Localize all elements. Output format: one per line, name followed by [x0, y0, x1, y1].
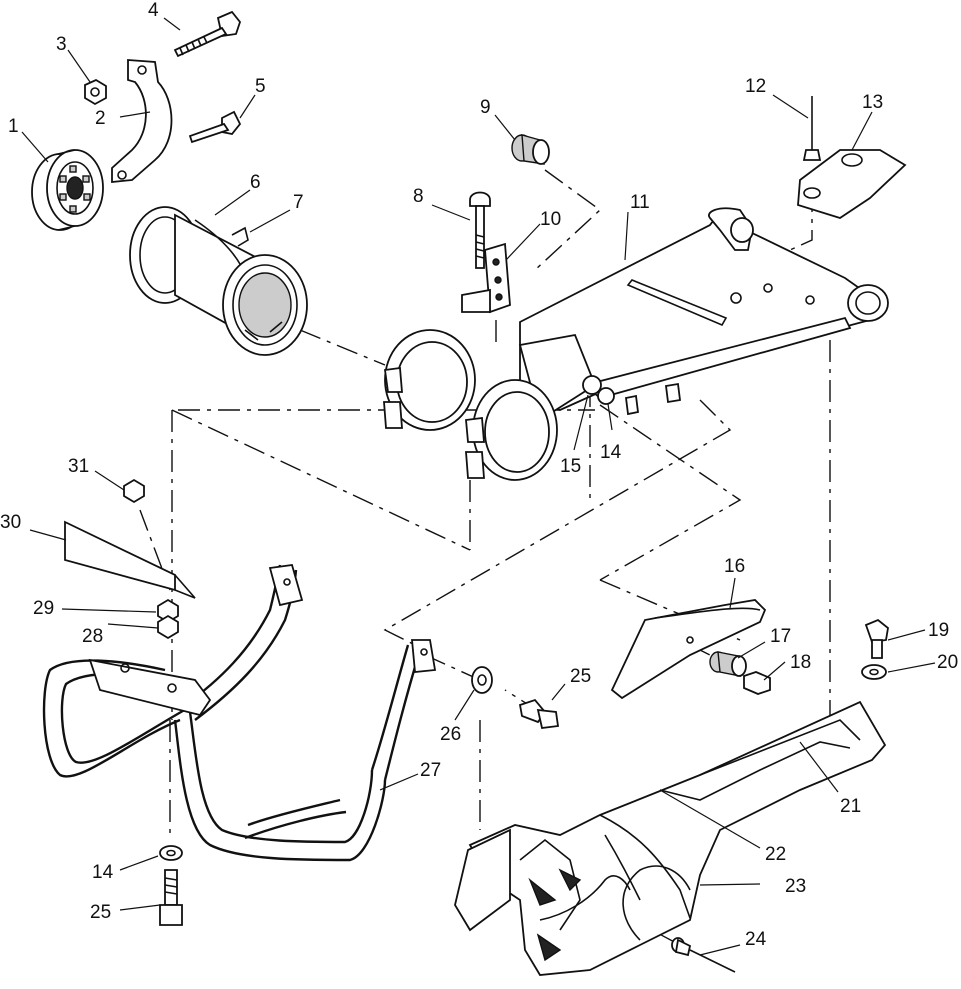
- callout-2: 2: [95, 108, 106, 129]
- part-31-nut: [123, 478, 145, 504]
- part-2-strap-bracket: [111, 59, 173, 183]
- callout-30: 30: [0, 512, 21, 533]
- callout-8: 8: [413, 186, 424, 207]
- callout-25-lower: 25: [90, 902, 111, 923]
- part-5-bolt: [188, 110, 242, 144]
- callout-1: 1: [8, 116, 19, 137]
- part-10-plate: [461, 242, 511, 314]
- callout-25-upper: 25: [570, 666, 591, 687]
- part-26-washer: [471, 666, 493, 694]
- part-23-chaincase-cover: [454, 700, 887, 976]
- callout-11: 11: [630, 192, 650, 213]
- part-14-washer-lower: [159, 845, 183, 861]
- callout-17: 17: [770, 626, 791, 647]
- callout-26: 26: [440, 724, 461, 745]
- callout-16: 16: [724, 556, 745, 577]
- part-27-bumper: [42, 564, 437, 862]
- callout-10: 10: [540, 209, 561, 230]
- callout-31: 31: [68, 456, 89, 477]
- part-6-drive-drum: [129, 206, 308, 356]
- part-1-idler-wheel: [31, 149, 104, 231]
- part-30-plate: [64, 520, 196, 599]
- callout-28: 28: [82, 626, 103, 647]
- callout-20: 20: [937, 652, 958, 673]
- part-19-bolt: [864, 618, 889, 659]
- callout-6: 6: [250, 172, 261, 193]
- part-18-bolt: [743, 671, 771, 695]
- callout-22: 22: [765, 844, 786, 865]
- callout-labels: 1 2 3 4 5 6 7 8 9 10 11 12 13 14 15 16 1…: [0, 0, 958, 950]
- part-29-nut: [157, 598, 179, 624]
- part-28-nut: [157, 614, 179, 640]
- callout-18: 18: [790, 652, 811, 673]
- front-clamp-ring: [383, 329, 476, 431]
- callout-leaders: [21, 17, 936, 956]
- callout-4: 4: [148, 0, 159, 21]
- part-17-spacer: [709, 651, 747, 677]
- callout-27: 27: [420, 760, 441, 781]
- callout-15: 15: [560, 456, 581, 477]
- part-13-plate: [797, 149, 907, 219]
- callout-29: 29: [33, 598, 54, 619]
- rear-clamp-ring: [465, 379, 558, 481]
- part-20-washer: [861, 664, 887, 680]
- callout-14-lower: 14: [92, 862, 114, 883]
- part-7-clip: [231, 226, 249, 247]
- callout-23: 23: [785, 876, 806, 897]
- part-16-guide: [610, 599, 767, 700]
- part-9-bushing: [511, 134, 550, 165]
- part-3-nut: [84, 78, 107, 106]
- callout-21: 21: [840, 796, 861, 817]
- callout-12: 12: [745, 76, 766, 97]
- callout-9: 9: [480, 97, 491, 118]
- callout-14-upper: 14: [600, 442, 622, 463]
- callout-3: 3: [56, 34, 67, 55]
- callout-24: 24: [745, 929, 767, 950]
- part-4-bolt: [173, 10, 242, 58]
- part-11-swing-arm: [518, 207, 889, 422]
- part-8-bolt: [469, 191, 491, 269]
- callout-19: 19: [928, 620, 949, 641]
- part-12-screw: [802, 96, 822, 161]
- part-24-rivet: [671, 937, 736, 973]
- callout-7: 7: [293, 192, 304, 213]
- callout-5: 5: [255, 76, 266, 97]
- part-25-bolt-lower: [159, 869, 183, 926]
- part-25-bolt-upper: [518, 698, 560, 729]
- callout-13: 13: [862, 92, 883, 113]
